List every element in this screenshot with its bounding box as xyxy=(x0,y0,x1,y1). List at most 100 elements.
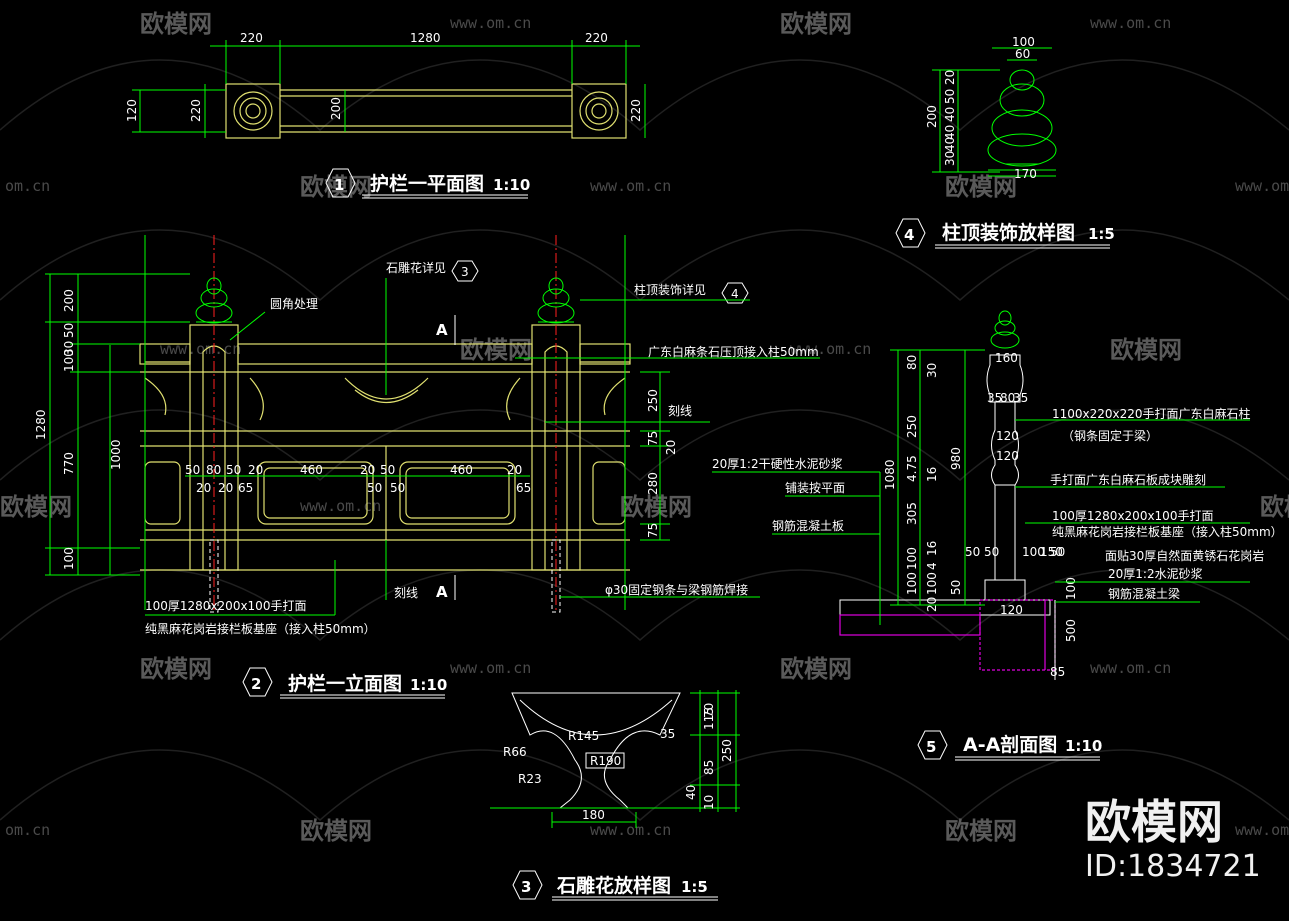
elev-dim-inner-b: 50 xyxy=(367,481,382,495)
section-post-dim: 500 xyxy=(1064,619,1078,642)
watermark-url: www.om.cn xyxy=(160,340,241,358)
section-number: 5 xyxy=(926,738,936,756)
section-note-mortar2: 20厚1:2水泥砂浆 xyxy=(1108,566,1203,581)
section-post-dim: 85 xyxy=(1050,665,1065,679)
post-top-view: 100 60 20 50 40 40 30 200 40 170 4 柱顶装饰放… xyxy=(895,35,1115,249)
note-groove-2: 刻线 xyxy=(394,586,418,600)
section-note-panel: 手打面广东白麻石板成块雕刻 xyxy=(1050,472,1206,487)
elev-dim-left: 1280 xyxy=(34,409,48,440)
section-post-dim: 100 xyxy=(1064,577,1078,600)
watermark-url: www.om.cn xyxy=(450,14,531,32)
finial-left xyxy=(195,277,233,324)
elev-dim-left: 30 xyxy=(62,341,76,356)
elev-dim-inner: 50 xyxy=(185,463,200,477)
elev-dim-right: 75 xyxy=(646,431,660,446)
carving-label: R145 xyxy=(568,729,599,743)
section-dim: 16 xyxy=(925,541,939,556)
watermark-brand: 欧模网 xyxy=(945,817,1017,845)
post-top-number: 4 xyxy=(904,226,914,244)
plan-scale: 1:10 xyxy=(493,176,530,194)
elevation-title: 护栏一立面图 xyxy=(288,672,402,695)
elev-dim-right: 20 xyxy=(664,440,678,455)
section-mark-top: A xyxy=(436,321,448,339)
post-top-dim-bottom: 170 xyxy=(1014,167,1037,181)
watermark-brand: 欧模网 xyxy=(140,655,212,683)
carving-label: R66 xyxy=(503,745,527,759)
post-top-dim-l: 40 xyxy=(943,125,957,140)
plan-dim-side: 220 xyxy=(189,99,203,122)
note-groove: 刻线 xyxy=(668,404,692,418)
carving-view: R145 R190 R66 R23 35 70 115 250 85 40 10… xyxy=(490,690,740,901)
section-dim: 100 xyxy=(905,547,919,570)
section-dim: 20 xyxy=(925,597,939,612)
elev-dim-left: 770 xyxy=(62,452,76,475)
elevation-scale: 1:10 xyxy=(410,676,447,694)
elev-dim-inner: 20 xyxy=(360,463,375,477)
post-top-dim-l: 40 xyxy=(943,137,957,152)
section-note-base1: 100厚1280x200x100手打面 xyxy=(1052,509,1213,523)
carving-dim-bottom: 180 xyxy=(582,808,605,822)
plan-number: 1 xyxy=(334,176,344,194)
section-post-dim: 160 xyxy=(995,351,1018,365)
watermark-url: www.om.cn xyxy=(790,340,871,358)
section-title: A-A剖面图 xyxy=(963,733,1057,756)
section-dim: 980 xyxy=(949,447,963,470)
watermark-arcs xyxy=(0,59,1289,821)
elev-dim-inner: 460 xyxy=(300,463,323,477)
carving-dim: 10 xyxy=(702,795,716,810)
plan-dim-top: 220 xyxy=(585,31,608,45)
note-stone-carving: 石雕花详见 xyxy=(386,260,446,275)
plan-dim-side: 200 xyxy=(329,97,343,120)
section-post-dim: 50 xyxy=(984,545,999,559)
section-note-base2: 纯黑麻花岗岩接栏板基座（接入柱50mm） xyxy=(1052,524,1283,539)
watermark-url: www.om.cn xyxy=(590,177,671,195)
brand-id: ID:1834721 xyxy=(1085,849,1261,884)
section-dim: 100 xyxy=(905,572,919,595)
post-top-scale: 1:5 xyxy=(1088,225,1115,243)
carving-dim: 115 xyxy=(702,707,716,730)
watermark-url: www.om.cn xyxy=(1235,821,1289,839)
section-post-dim: 120 xyxy=(1000,603,1023,617)
note-coping: 广东白麻条石压顶接入柱50mm xyxy=(648,344,819,359)
elev-dim-left: 50 xyxy=(62,323,76,338)
section-post-dim: 150 xyxy=(1040,545,1063,559)
section-post-dim: 35 xyxy=(1013,391,1028,405)
watermarks: 欧模网 www.om.cn 欧模网 www.om.cn om.cn 欧模网 ww… xyxy=(0,10,1289,845)
section-post-dim: 50 xyxy=(1050,545,1065,559)
section-scale: 1:10 xyxy=(1065,737,1102,755)
section-dim: 4 xyxy=(925,562,939,570)
plan-dim-side: 220 xyxy=(629,99,643,122)
section-dim: 1080 xyxy=(883,459,897,490)
carving-title: 石雕花放样图 xyxy=(556,874,671,897)
section-note-mortar1: 20厚1:2干硬性水泥砂浆 xyxy=(712,456,843,471)
watermark-brand: 欧模网 xyxy=(460,336,532,364)
watermark-brand: 欧模网 xyxy=(0,493,72,521)
watermark-url: www.om.cn xyxy=(1090,14,1171,32)
plan-dim-top: 220 xyxy=(240,31,263,45)
elev-dim-left: 100 xyxy=(62,547,76,570)
carving-dim: 250 xyxy=(720,739,734,762)
section-post-dim: 120 xyxy=(996,449,1019,463)
plan-title: 护栏一平面图 xyxy=(370,172,484,195)
post-top-dim-l: 40 xyxy=(943,107,957,122)
section-dim: 30 xyxy=(925,363,939,378)
elev-dim-inner: 460 xyxy=(450,463,473,477)
brand-stamp: 欧模网 ID:1834721 xyxy=(1085,795,1261,884)
note-round-corner: 圆角处理 xyxy=(270,297,318,311)
carving-dim: 70 xyxy=(702,703,716,718)
elevation-number: 2 xyxy=(251,675,261,693)
elev-dim-left: 1000 xyxy=(109,439,123,470)
watermark-brand: 欧模网 xyxy=(780,655,852,683)
watermark-url: www.om.cn xyxy=(1235,177,1289,195)
section-dim: 100 xyxy=(925,572,939,595)
elev-dim-inner-b: 65 xyxy=(516,481,531,495)
section-view: 80 30 250 1080 4.75 16 305 980 16 100 10… xyxy=(712,310,1283,761)
post-top-title: 柱顶装饰放样图 xyxy=(942,221,1075,244)
plan-dim-side: 120 xyxy=(125,99,139,122)
watermark-brand: 欧模网 xyxy=(1110,336,1182,364)
elev-dim-right: 75 xyxy=(646,523,660,538)
watermark-url-short: om.cn xyxy=(5,821,50,839)
plan-dim-top: 1280 xyxy=(410,31,441,45)
carving-label: 35 xyxy=(660,727,675,741)
